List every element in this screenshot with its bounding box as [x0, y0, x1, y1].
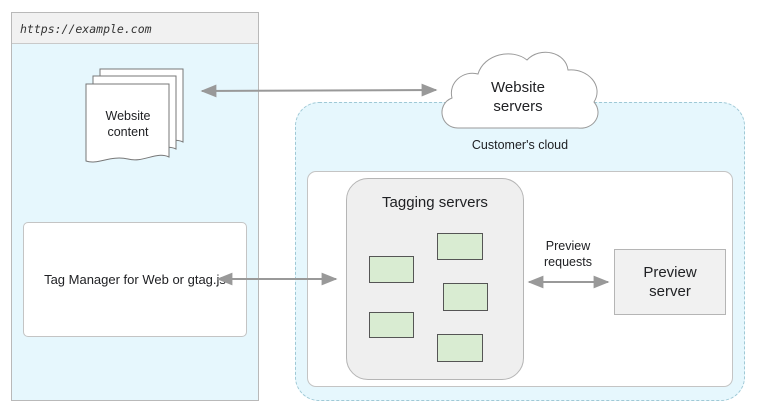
website-servers-cloud-icon: [441, 51, 599, 129]
preview-requests-label: Preview requests: [544, 239, 592, 269]
tag-manager-box: Tag Manager for Web or gtag.js: [23, 222, 247, 337]
document-stack-icon: [85, 68, 184, 163]
website-content-label: Website content: [105, 109, 151, 139]
tagging-server-5: [437, 334, 483, 362]
content-to-servers-arrow: [200, 83, 438, 98]
url-bar: https://example.com: [12, 13, 258, 44]
tagging-server-1: [437, 233, 483, 260]
tagging-server-2: [369, 256, 414, 283]
customers-cloud-label: Customer's cloud: [471, 138, 569, 152]
tagging-servers-title: Tagging servers: [382, 194, 488, 211]
preview-server-label: Preview server: [643, 264, 697, 300]
website-servers-label: Website servers: [491, 79, 545, 115]
tagging-server-3: [443, 283, 488, 311]
preview-server-box: Preview server: [614, 249, 726, 315]
tagging-server-4: [369, 312, 414, 338]
